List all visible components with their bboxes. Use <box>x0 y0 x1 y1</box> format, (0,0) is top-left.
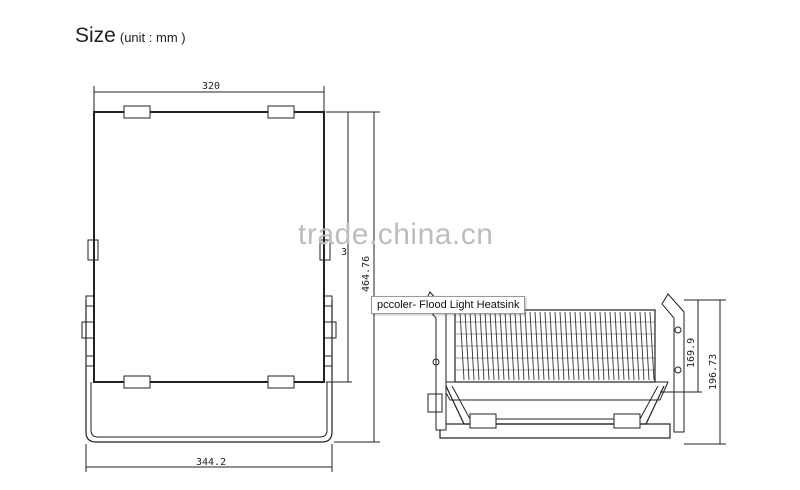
housing-outline <box>93 111 325 383</box>
heatsink-fin-line <box>549 311 555 381</box>
heatsink-fin-line <box>464 311 470 381</box>
heatsink-fin-line <box>584 311 590 381</box>
front-view <box>81 86 380 472</box>
heatsink-fin-line <box>614 311 620 381</box>
heatsink-fin-line <box>489 311 495 381</box>
heatsink-fin-line <box>619 311 625 381</box>
heatsink-fin-line <box>484 311 490 381</box>
heatsink-fin-line <box>479 311 485 381</box>
dim-bottom-label: 344.2 <box>196 457 226 468</box>
dim-height-label: 464.76 <box>361 256 372 292</box>
heatsink-fin-line <box>524 311 530 381</box>
heatsink-fin-line <box>459 311 465 381</box>
dim-side-outer-label: 196.73 <box>708 354 719 390</box>
heatsink-fin-line <box>564 311 570 381</box>
page-title: Size(unit : mm ) <box>75 24 186 48</box>
heatsink-fin-line <box>639 311 645 381</box>
heatsink-fin-line <box>469 311 475 381</box>
heatsink-fin-line <box>519 311 525 381</box>
heatsink-fin-line <box>594 311 600 381</box>
heatsink-fin-line <box>554 311 560 381</box>
heatsink-fin-line <box>494 311 500 381</box>
heatsink-fin-line <box>574 311 580 381</box>
heatsink-fin-line <box>649 311 655 381</box>
heatsink-fin-line <box>609 311 615 381</box>
heatsink-fin-line <box>624 311 630 381</box>
heatsink-fin-line <box>499 311 505 381</box>
heatsink-fin-line <box>509 311 515 381</box>
heatsink-fin-line <box>514 311 520 381</box>
heatsink-fin-line <box>534 311 540 381</box>
image-caption-tooltip: pccoler- Flood Light Heatsink <box>371 296 526 314</box>
heatsink-fin-line <box>544 311 550 381</box>
title-heading: Size <box>75 24 116 47</box>
heatsink-fins <box>455 321 655 371</box>
heatsink-fin-line <box>474 311 480 381</box>
dim-inner-partial-label: 3 <box>341 247 347 258</box>
heatsink-fin-line <box>644 311 650 381</box>
heatsink-fin-line <box>559 311 565 381</box>
u-bracket <box>85 300 333 443</box>
heatsink-fin-line <box>604 311 610 381</box>
heatsink-fin-line <box>599 311 605 381</box>
heatsink-fin-line <box>579 311 585 381</box>
heatsink-fin-line <box>589 311 595 381</box>
heatsink-fin-line <box>629 311 635 381</box>
title-unit: (unit : mm ) <box>119 30 186 45</box>
watermark: trade.china.cn <box>298 218 494 251</box>
heatsink-fin-line <box>634 311 640 381</box>
heatsink-fin-line <box>504 311 510 381</box>
heatsink-fin-line <box>539 311 545 381</box>
heatsink-fin-line <box>529 311 535 381</box>
side-view <box>423 291 726 445</box>
dim-side-inner-label: 169.9 <box>686 338 697 368</box>
heatsink-fin-line <box>569 311 575 381</box>
dim-top-label: 320 <box>202 81 220 92</box>
